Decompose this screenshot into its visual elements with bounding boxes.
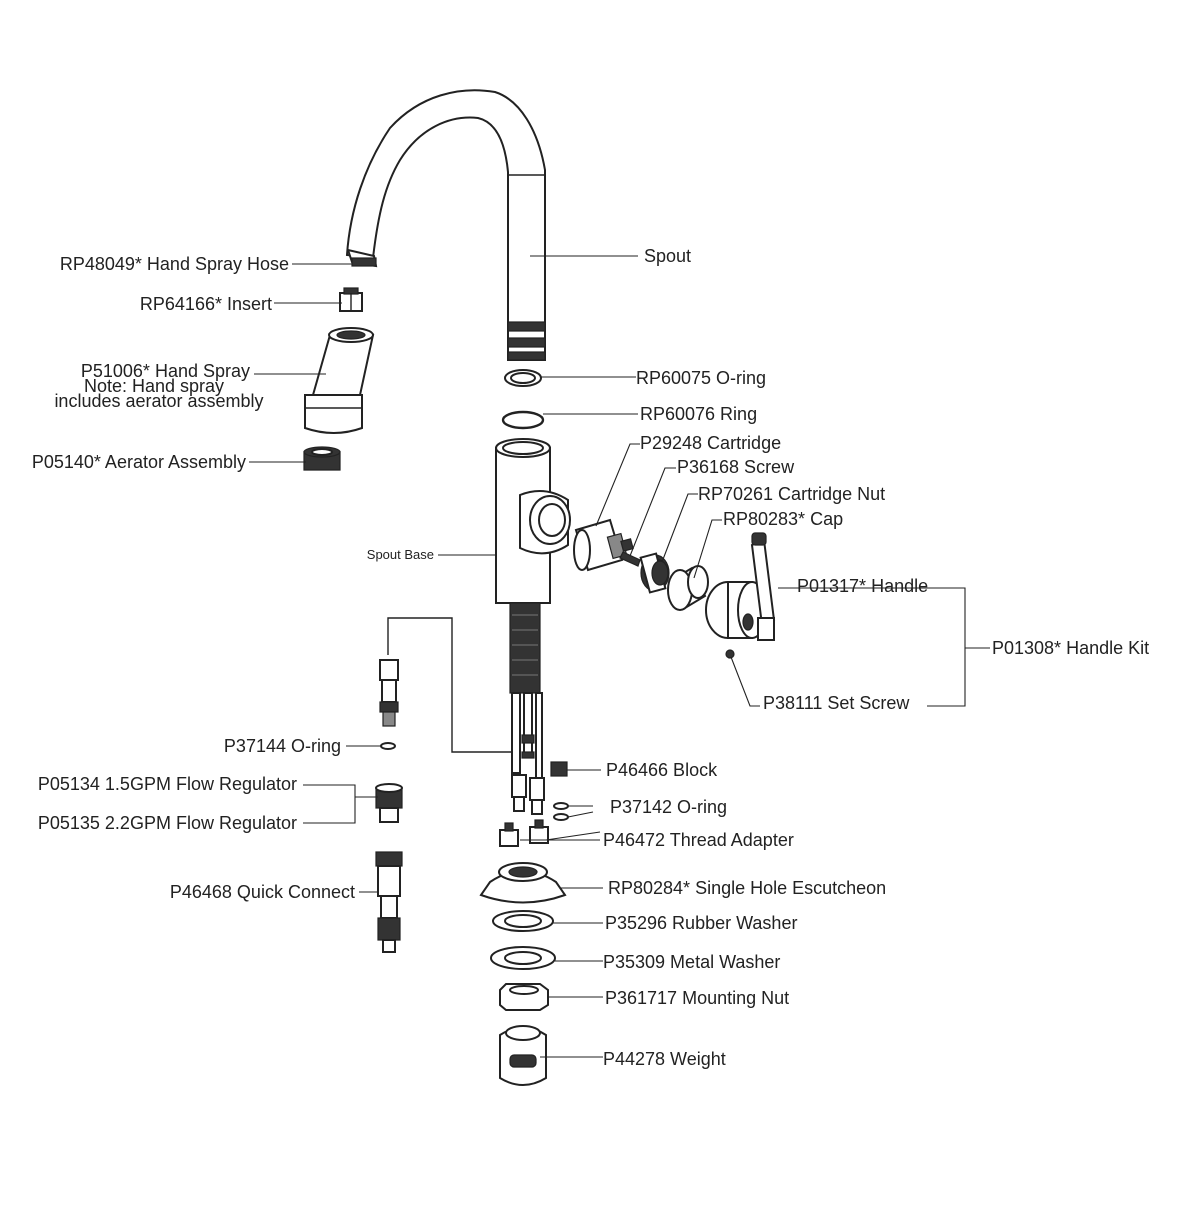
label-spout-base: Spout Base [367, 547, 434, 562]
label-cap: RP80283* Cap [723, 509, 843, 529]
block [550, 761, 568, 777]
label-cartridge: P29248 Cartridge [640, 433, 781, 453]
label-flow-15: P05134 1.5GPM Flow Regulator [38, 774, 297, 794]
oring-p37144 [380, 742, 396, 750]
label-hand-spray-hose: RP48049* Hand Spray Hose [60, 254, 289, 274]
flow-regulator [375, 783, 403, 823]
leader-lines [249, 255, 990, 1058]
cartridge-nut [639, 552, 670, 594]
label-oring-p37144: P37144 O-ring [224, 736, 341, 756]
oring-rp60075 [504, 369, 542, 387]
label-rubber-washer: P35296 Rubber Washer [605, 913, 797, 933]
label-screw: P36168 Screw [677, 457, 795, 477]
handle [705, 532, 776, 641]
cartridge [573, 518, 634, 572]
label-oring-p37142: P37142 O-ring [610, 797, 727, 817]
label-thread-adapter: P46472 Thread Adapter [603, 830, 794, 850]
label-spout: Spout [644, 246, 691, 266]
label-oring-rp60075: RP60075 O-ring [636, 368, 766, 388]
label-hand-spray-note-2: includes aerator assembly [54, 391, 263, 411]
aerator-assembly [303, 446, 341, 471]
label-hand-spray-note-1: Note: Hand spray [84, 376, 224, 396]
weight [499, 1025, 547, 1086]
label-mounting-nut: P361717 Mounting Nut [605, 988, 789, 1008]
label-flow-22: P05135 2.2GPM Flow Regulator [38, 813, 297, 833]
thread-adapter [499, 819, 549, 847]
label-metal-washer: P35309 Metal Washer [603, 952, 780, 972]
insert [339, 287, 363, 312]
label-quick-connect: P46468 Quick Connect [170, 882, 355, 902]
label-handle-kit: P01308* Handle Kit [992, 638, 1149, 658]
metal-washer [490, 946, 556, 970]
mounting-nut [499, 983, 549, 1011]
label-aerator: P05140* Aerator Assembly [32, 452, 246, 472]
quick-connect [375, 851, 403, 953]
escutcheon [479, 862, 567, 904]
oring-p37142 [553, 802, 569, 821]
hose-line [387, 617, 512, 753]
part-labels: Spout RP48049* Hand Spray Hose RP64166* … [32, 246, 1149, 1069]
label-escutcheon: RP80284* Single Hole Escutcheon [608, 878, 886, 898]
label-block: P46466 Block [606, 760, 718, 780]
cap [667, 565, 709, 611]
rubber-washer [492, 910, 554, 932]
label-insert: RP64166* Insert [140, 294, 272, 314]
spout [345, 89, 546, 361]
ring-rp60076 [501, 410, 545, 430]
label-ring-rp60076: RP60076 Ring [640, 404, 757, 424]
label-weight: P44278 Weight [603, 1049, 726, 1069]
spout-base [495, 438, 571, 815]
label-handle: P01317* Handle [797, 576, 928, 596]
label-hand-spray: P51006* Hand Spray [81, 361, 250, 381]
hand-spray-hose [346, 248, 378, 268]
label-cartridge-nut: RP70261 Cartridge Nut [698, 484, 885, 504]
hose-connector [379, 659, 399, 727]
label-set-screw: P38111 Set Screw [763, 693, 910, 713]
screw [619, 551, 641, 567]
hand-spray [304, 327, 375, 434]
set-screw [725, 649, 735, 659]
